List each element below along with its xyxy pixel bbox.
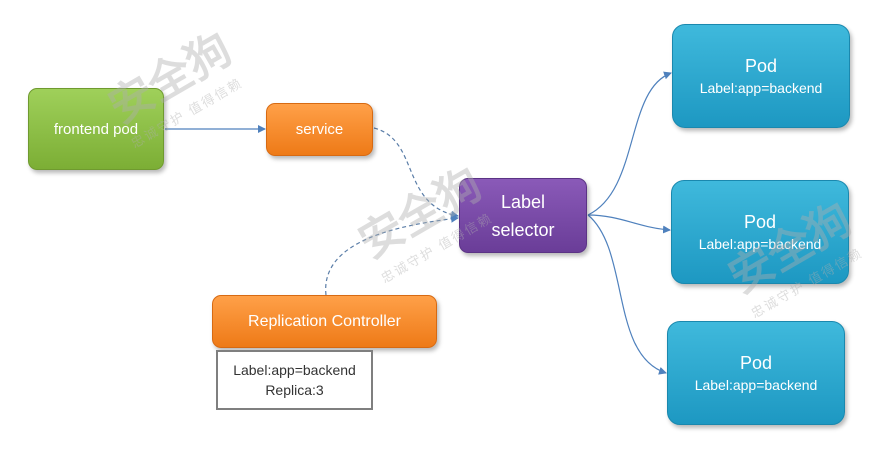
selector-to-pod2-arrow	[587, 214, 671, 234]
selector-to-pod3-arrow	[587, 214, 667, 375]
pod-node-2: Pod Label:app=backend	[671, 180, 849, 284]
frontend-pod-label: frontend pod	[53, 120, 139, 138]
pod-node-1: Pod Label:app=backend	[672, 24, 850, 128]
rc-label-text: Label:app=backend	[233, 362, 356, 378]
rc-replica-text: Replica:3	[265, 382, 324, 398]
pod-title: Pod	[743, 212, 777, 232]
selector-to-pod1-arrow	[587, 71, 672, 216]
replication-controller-details-box: Label:app=backend Replica:3	[216, 350, 373, 410]
pod-title: Pod	[739, 353, 773, 373]
rc-to-selector-dashed-arrow	[325, 214, 459, 296]
label-selector-line-2: selector	[491, 219, 555, 240]
replication-controller-node: Replication Controller	[212, 295, 437, 348]
pod-label: Label:app=backend	[694, 377, 818, 393]
label-selector-node: Label selector	[459, 178, 587, 253]
pod-label: Label:app=backend	[699, 80, 823, 96]
replication-controller-label: Replication Controller	[248, 312, 401, 330]
service-node: service	[266, 103, 373, 156]
pod-node-3: Pod Label:app=backend	[667, 321, 845, 425]
label-selector-line-1: Label	[500, 191, 546, 212]
service-label: service	[295, 121, 344, 138]
frontend-pod-node: frontend pod	[28, 88, 164, 170]
service-to-selector-dashed-arrow	[373, 127, 459, 219]
pod-title: Pod	[744, 56, 778, 76]
pod-label: Label:app=backend	[698, 236, 822, 252]
